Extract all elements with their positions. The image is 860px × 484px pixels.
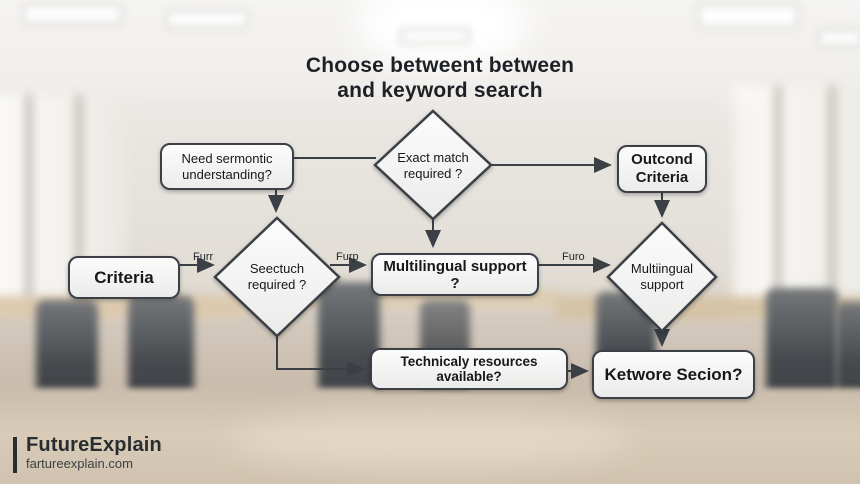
- window-right: [733, 86, 860, 314]
- ceiling-light-panel: [402, 30, 468, 42]
- node-criteria-label: Criteria: [94, 267, 154, 287]
- floor-reflection: [230, 412, 630, 470]
- node-multilingual-diamond: Multiingual support: [612, 260, 712, 294]
- node-ketwore-label: Ketwore Secion?: [604, 364, 743, 384]
- node-outcond-line1: Outcond: [631, 151, 693, 168]
- edge-label-furp: Furp: [336, 251, 359, 263]
- node-exact-match-line2: required ?: [403, 166, 463, 181]
- brand-domain: fartureexplain.com: [26, 456, 133, 471]
- diamond-multilingual: [606, 221, 718, 333]
- flowchart-connectors: [180, 157, 670, 379]
- window-mullion: [76, 95, 82, 310]
- node-seectuch-line2: required ?: [247, 277, 307, 292]
- ceiling-light-panel: [820, 32, 860, 44]
- window-left: [0, 95, 128, 310]
- edge-seectuch-to-tech: [276, 336, 365, 377]
- window-mullion: [26, 95, 32, 310]
- node-tech-resources: Technicaly resources available?: [370, 348, 568, 390]
- title-line-1: Choose betweent between: [305, 54, 575, 77]
- node-outcond-line2: Criteria: [635, 169, 689, 186]
- diamond-seectuch: [213, 216, 341, 338]
- ceiling-light-panel: [25, 6, 120, 22]
- title-line-2: and keyword search: [337, 79, 543, 102]
- edge-label-furo: Furo: [562, 251, 585, 263]
- node-criteria: Criteria: [68, 256, 180, 299]
- decision-diamonds: [213, 109, 718, 338]
- node-tech-label: Technicaly resources available?: [400, 354, 538, 384]
- node-outcond-criteria: Outcond Criteria: [617, 145, 707, 193]
- ceiling-light-panel: [700, 6, 796, 26]
- brand-name: FutureExplain: [26, 434, 162, 456]
- node-multilingual-support-q: Multilingual support ?: [371, 253, 539, 296]
- edge-label-furr: Furr: [193, 251, 214, 263]
- node-multilingual-d-line1: Multiingual: [630, 261, 694, 276]
- node-exact-match-line1: Exact match: [397, 150, 469, 165]
- ceiling-light-panel: [168, 12, 246, 26]
- node-seectuch: Seectuch required ?: [227, 260, 327, 294]
- node-multilingual-d-line2: support: [640, 277, 684, 292]
- node-ketwore-secion: Ketwore Secion?: [592, 350, 755, 399]
- node-seectuch-line1: Seectuch: [249, 261, 305, 276]
- brand-accent-bar: [13, 437, 17, 473]
- window-mullion: [775, 86, 781, 314]
- window-mullion: [829, 86, 835, 314]
- node-need-semantic-line2: understanding?: [182, 166, 272, 182]
- node-need-semantic: Need sermontic understanding?: [160, 143, 294, 190]
- node-need-semantic-line1: Need sermontic: [181, 150, 273, 166]
- node-exact-match: Exact match required ?: [383, 149, 483, 183]
- diamond-exact-match: [373, 109, 493, 221]
- node-multilingual-q-label: Multilingual support ?: [383, 257, 527, 292]
- infographic-title: Choose betweent between and keyword sear…: [240, 53, 640, 103]
